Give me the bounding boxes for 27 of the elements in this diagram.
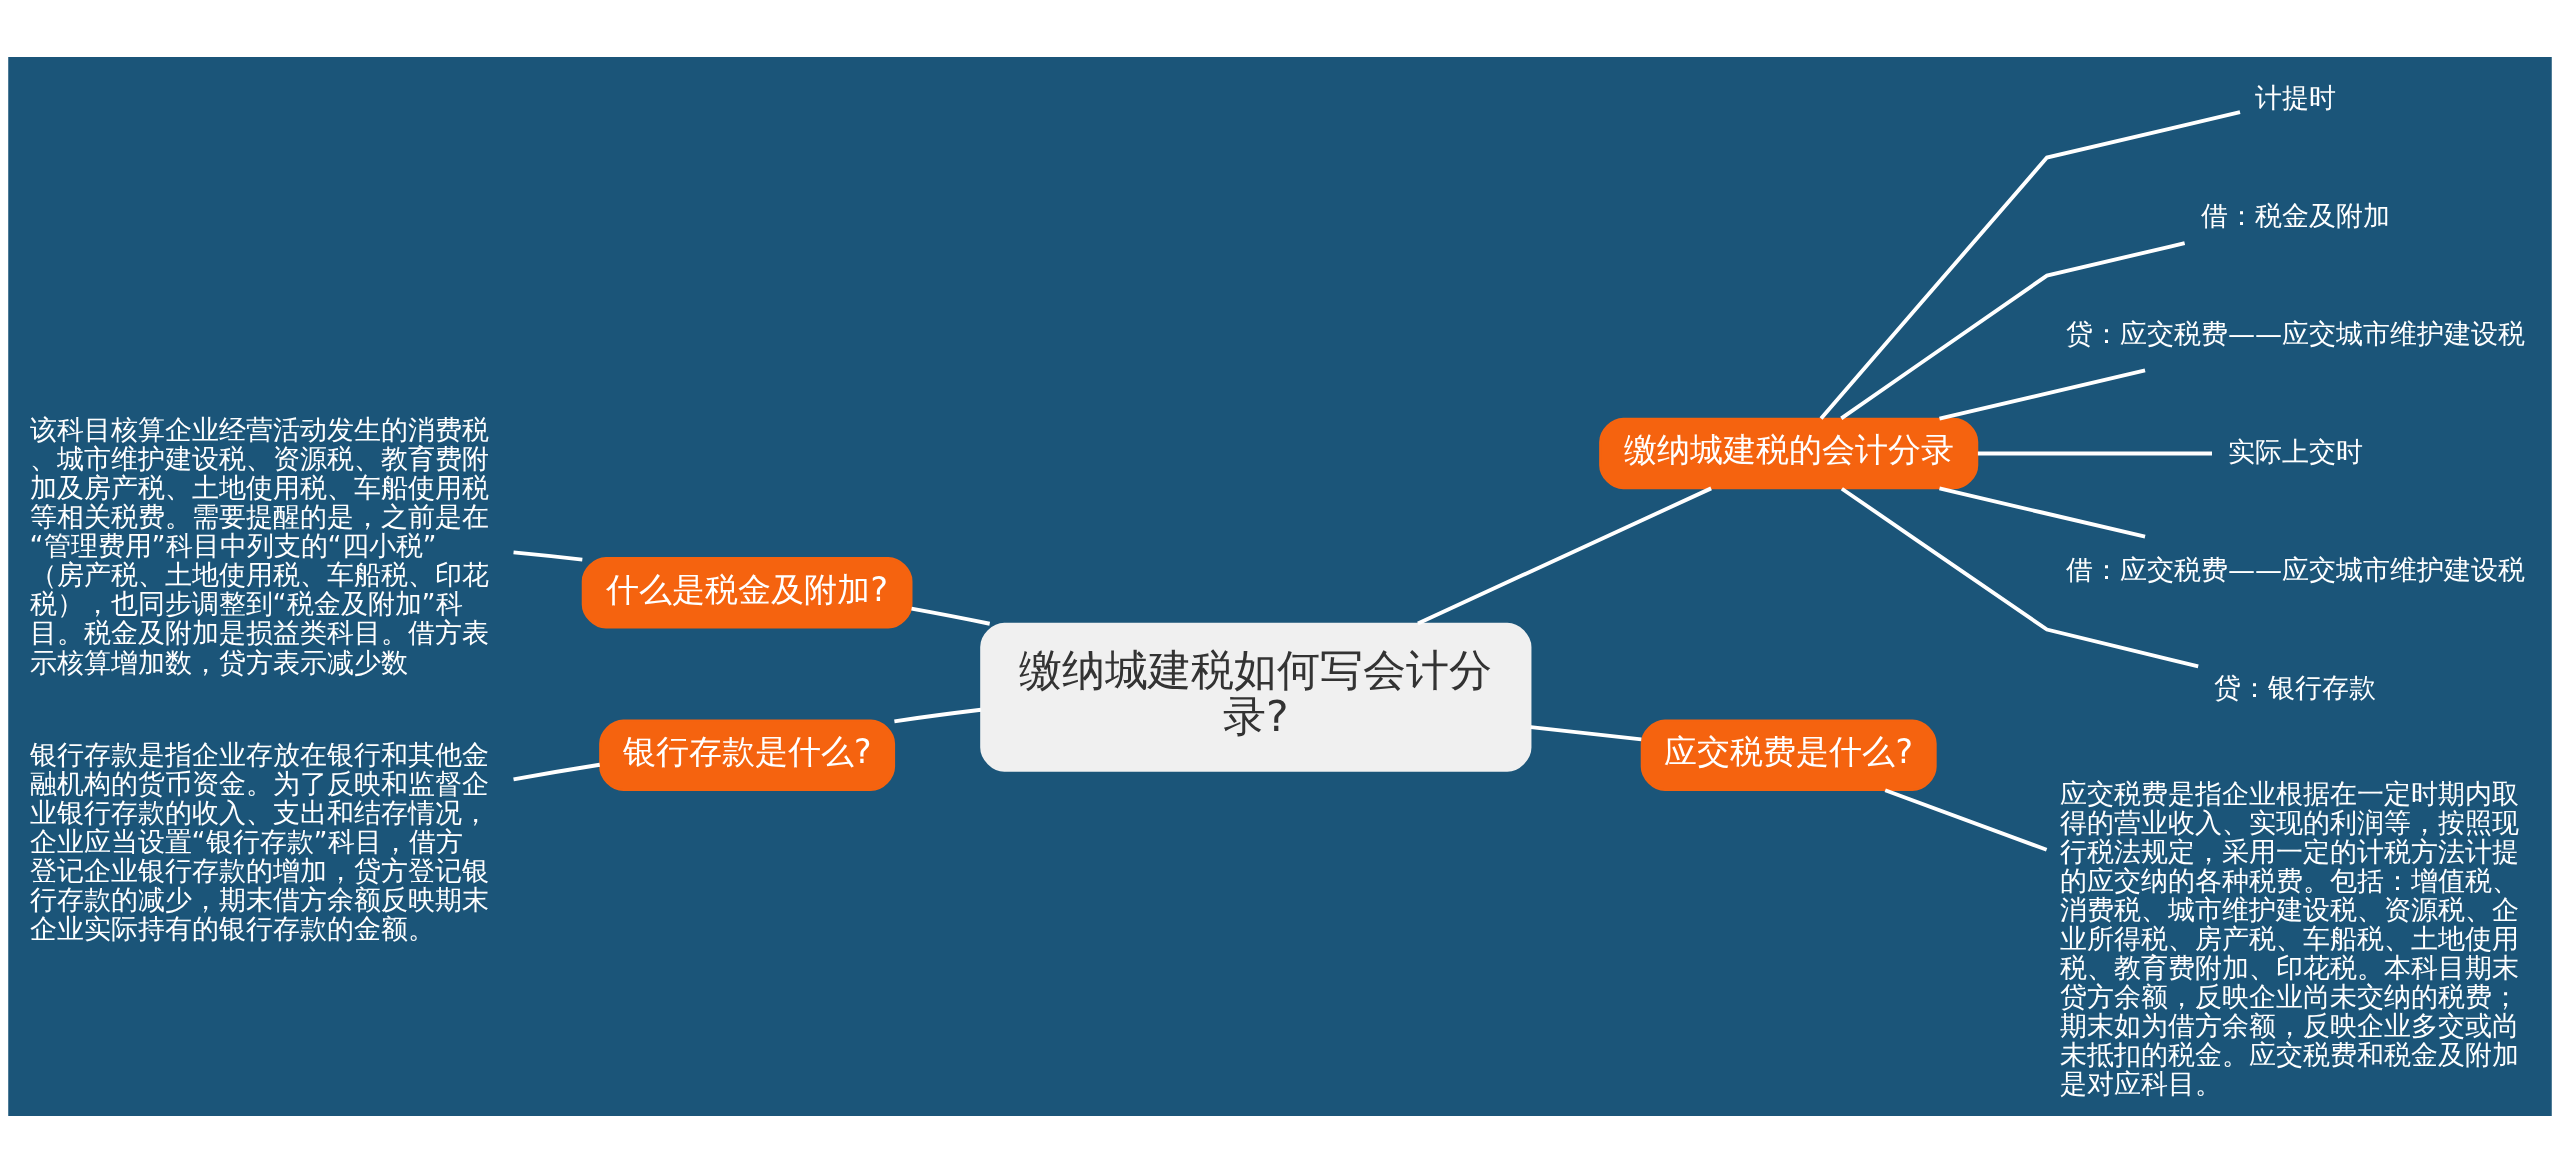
connector [1840, 241, 2186, 420]
connector [513, 762, 601, 782]
node-text: 该科目核算企业经营活动发生的消费税、城市维护建设税、资源税、教育费附加及房产税、土地使用税、车船使用税等相关税费。需要提醒的是，之前是在“管理费用”科目中列支的“四小税”（房产税、土地使用税、车船税、印花税），也同步调整到“税金及附加”科目。税金及附加是损益类科目。借方表示核算增加数，贷方表示减少数 [29, 414, 489, 678]
connector [1530, 725, 1642, 742]
connector [1819, 110, 2241, 420]
connector [911, 606, 991, 626]
connector [513, 550, 583, 562]
node-box: 银行存款是什么? [599, 719, 896, 792]
node-text: 应交税费是指企业根据在一定时期内取得的营业收入、实现的利润等，按照现行税法规定，采用一定的计税方法计提的应交纳的各种税费。包括：增值税、消费税、城市维护建设税、资源税、企业所得税、房产税、车船税、土地使用税、教育费附加、印花税。本科目期末贷方余额，反映企业尚未交纳的税费；期末如为借方余额，反映企业多交或尚未抵扣的税金。应交税费和税金及附加是对应科目。 [2060, 778, 2520, 1100]
node-text: 贷：银行存款 [2214, 671, 2377, 703]
node-box: 什么是税金及附加? [581, 557, 913, 629]
node-text: 实际上交时 [2227, 435, 2363, 467]
node-text: 银行存款是指企业存放在银行和其他金融机构的货币资金。为了反映和监督企业银行存款的收入、支出和结存情况，企业应当设置“银行存款”科目，借方登记企业银行存款的增加，贷方登记银行存款的减少，期末借方余额反映期末企业实际持有的银行存款的金额。 [29, 739, 489, 945]
node-box: 应交税费是什么? [1640, 719, 1937, 792]
node-text: 贷：应交税费——应交城市维护建设税 [2065, 317, 2526, 349]
connector [894, 707, 982, 724]
node-text: 借：税金及附加 [2200, 199, 2390, 231]
node-text: 借：应交税费——应交城市维护建设税 [2065, 553, 2526, 585]
connector [1977, 451, 2212, 456]
node-box: 缴纳城建税如何写会计分录? [980, 622, 1532, 772]
connector [1939, 368, 2146, 421]
connector [1840, 487, 2199, 669]
connector [1884, 788, 2048, 852]
connector [1417, 486, 1712, 626]
connector [1939, 486, 2146, 539]
node-text: 计提时 [2254, 81, 2336, 113]
node-box: 缴纳城建税的会计分录 [1599, 417, 1979, 490]
